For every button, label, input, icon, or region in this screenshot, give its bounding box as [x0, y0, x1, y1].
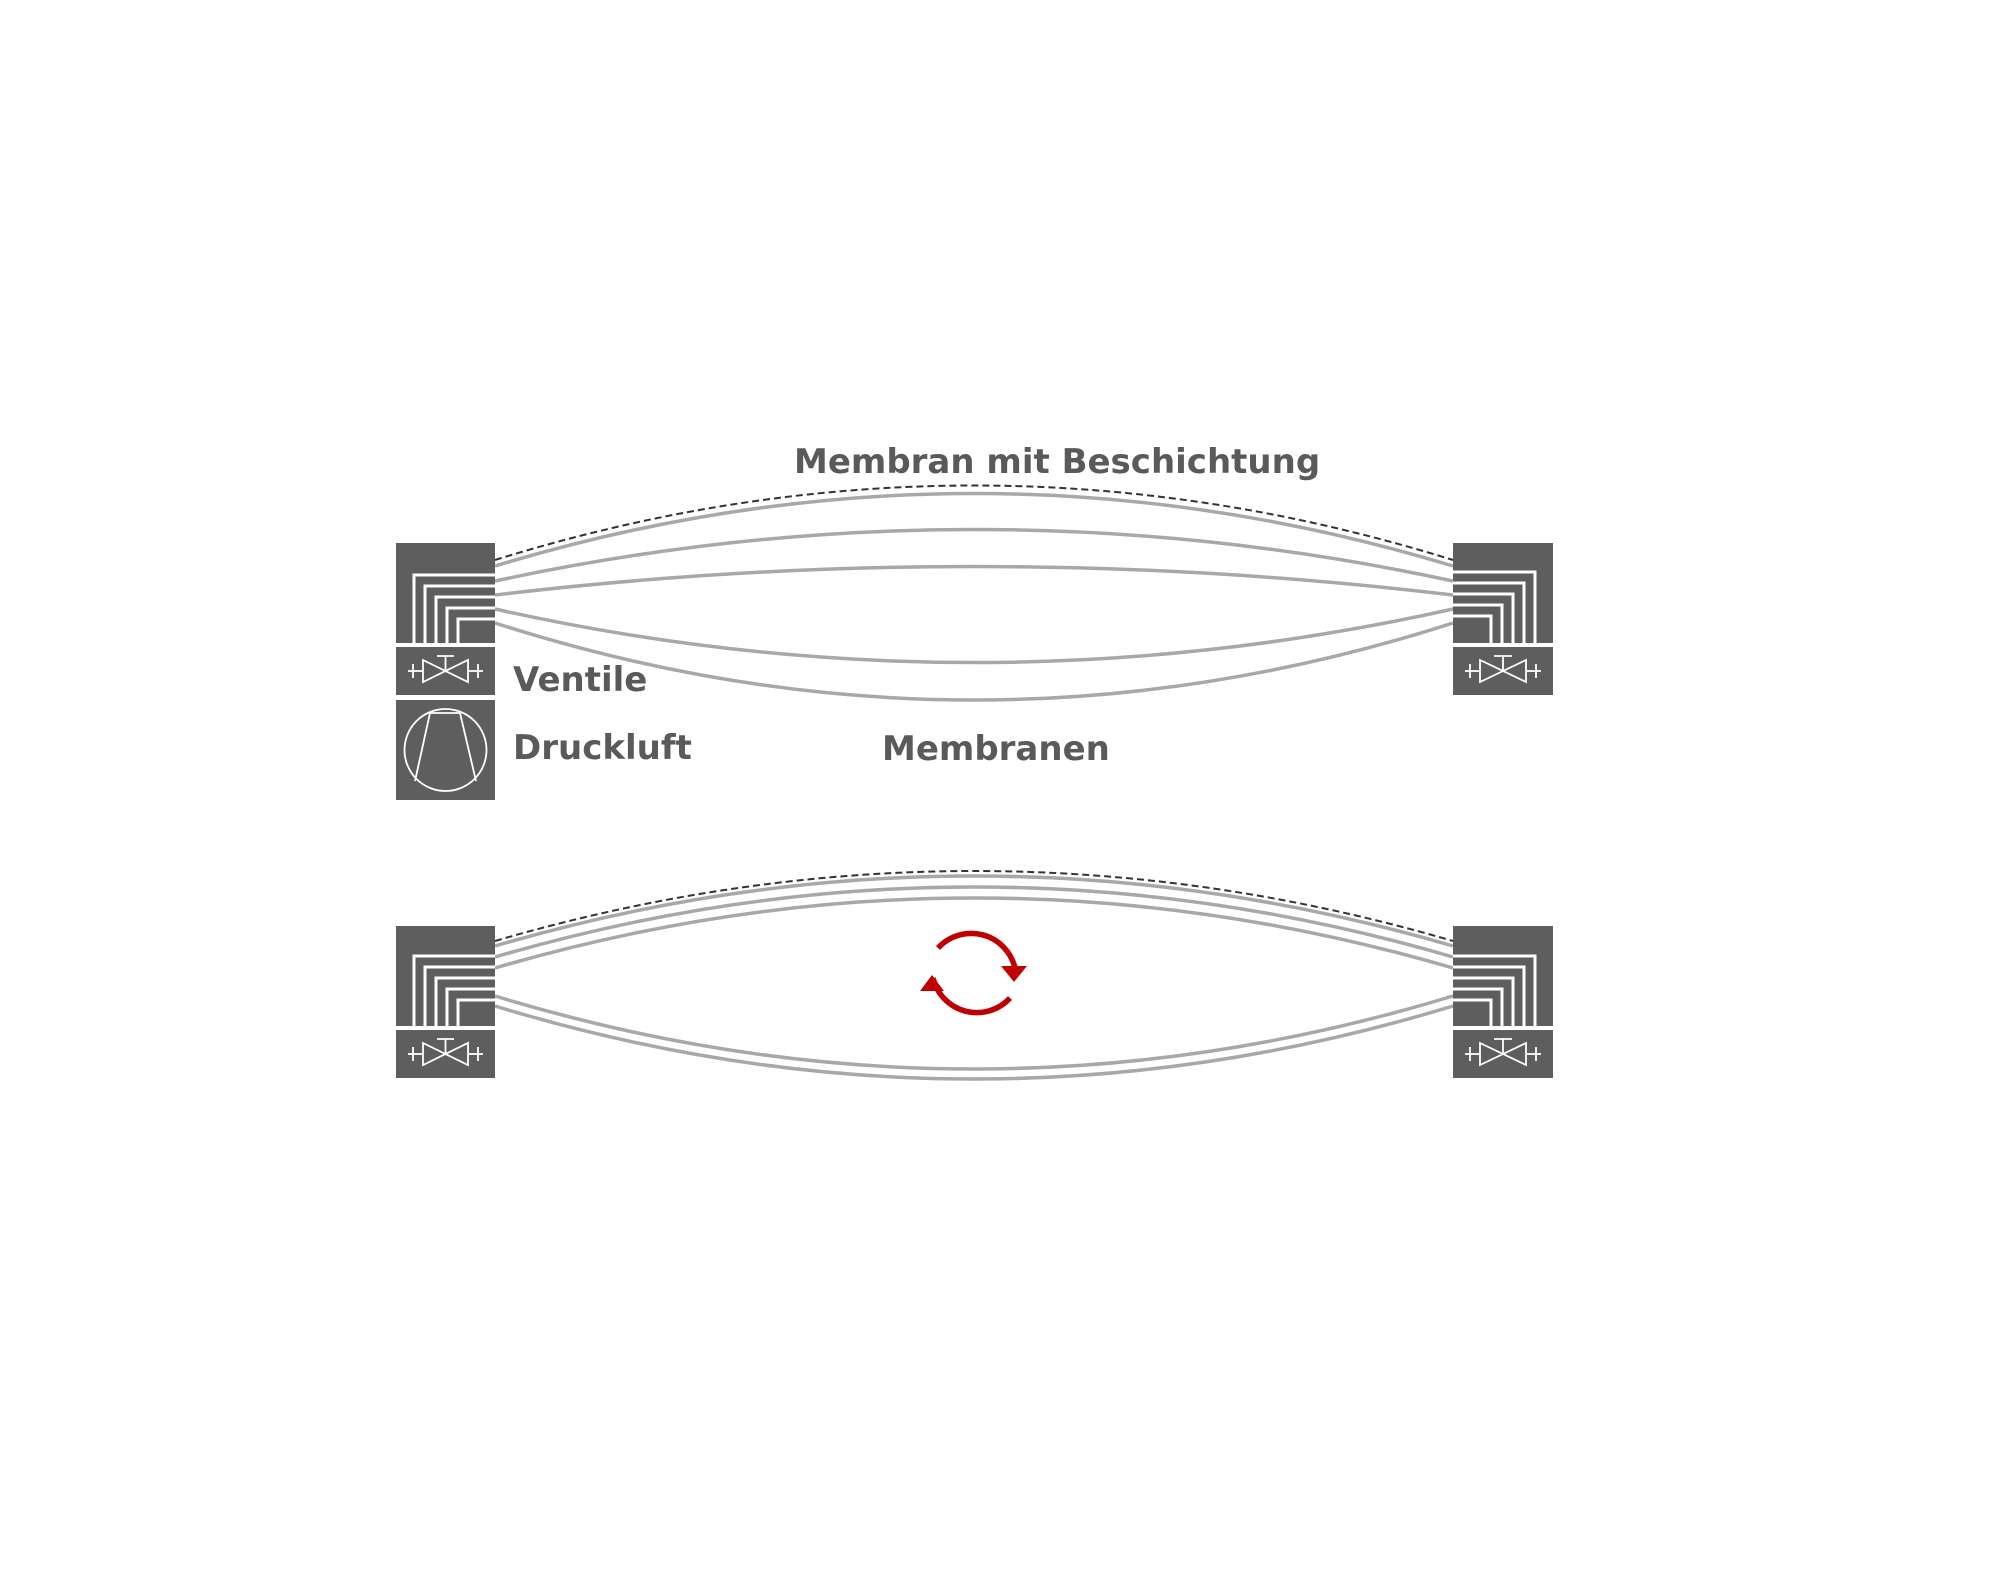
top-membrane-5 — [494, 621, 1454, 702]
top-membrane-4 — [494, 607, 1454, 665]
compressor-icon — [396, 700, 495, 800]
bottom-membrane-3 — [494, 896, 1454, 970]
bottom-membrane-4 — [494, 994, 1454, 1071]
top-right-frame — [1453, 543, 1553, 695]
bottom-left-frame — [396, 926, 495, 1078]
top-coating-layer — [494, 484, 1454, 561]
top-membrane-1 — [494, 491, 1454, 568]
coating-membrane-label: Membran mit Beschichtung — [794, 442, 1320, 482]
bottom-coating-layer — [494, 870, 1454, 942]
top-left-frame — [396, 543, 495, 800]
bottom-membrane-2 — [494, 885, 1454, 959]
top-membrane-3 — [494, 564, 1454, 597]
top-membrane-2 — [494, 527, 1454, 583]
membranes-label: Membranen — [882, 729, 1110, 769]
top-membranes — [494, 491, 1454, 702]
top-assembly: Membran mit Beschichtung Ventile Drucklu… — [396, 442, 1553, 800]
bottom-assembly — [396, 870, 1553, 1081]
compressed-air-label: Druckluft — [513, 728, 692, 768]
bottom-membrane-5 — [494, 1004, 1454, 1081]
bottom-membrane-1 — [494, 874, 1454, 948]
top-left-valve-icon — [396, 647, 495, 695]
bottom-right-valve-icon — [1453, 1030, 1553, 1078]
cycle-arrows-icon — [920, 930, 1027, 1016]
valves-label: Ventile — [513, 660, 647, 700]
top-right-valve-icon — [1453, 647, 1553, 695]
bottom-membranes — [494, 874, 1454, 1081]
bottom-left-valve-icon — [396, 1030, 495, 1078]
bottom-right-frame — [1453, 926, 1553, 1078]
